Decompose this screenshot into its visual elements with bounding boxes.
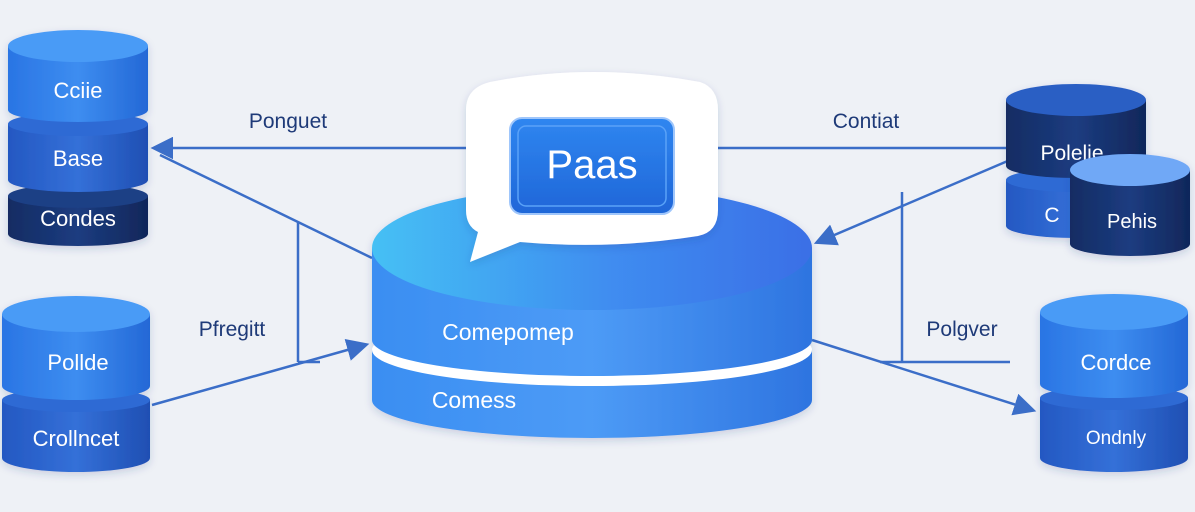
right-bottom-tier-2 xyxy=(1040,398,1188,472)
center-card xyxy=(466,72,718,262)
center-tag-label: Paas xyxy=(546,143,637,187)
left-top-database-stack xyxy=(8,30,148,246)
left-top-tier-1 xyxy=(8,46,148,122)
left-top-tier-2 xyxy=(8,124,148,192)
left-bottom-database-stack xyxy=(2,296,150,472)
right-bottom-label-1: Cordce xyxy=(1081,350,1152,375)
paas-tag xyxy=(509,117,675,215)
left-top-tier-3 xyxy=(8,196,148,246)
left-top-label-2: Base xyxy=(53,146,103,171)
connector-left-diagonal xyxy=(159,153,373,260)
label-top-left: Ponguet xyxy=(249,110,327,133)
left-top-label-3: Condes xyxy=(40,206,116,231)
left-bottom-tier-2 xyxy=(2,400,150,472)
center-layer-label-1: Comepomep xyxy=(442,319,574,345)
label-mid-left: Pfregitt xyxy=(199,318,266,341)
right-bottom-database-stack xyxy=(1040,294,1188,472)
right-bottom-tier-1 xyxy=(1040,312,1188,398)
right-top-overlay-label: Pehis xyxy=(1107,211,1157,233)
connectors xyxy=(150,136,1037,416)
right-top-label-2: C xyxy=(1044,204,1059,227)
connector-lower-right-arrow xyxy=(811,338,1037,416)
right-top-overlay-cylinder xyxy=(1070,154,1190,256)
left-bottom-label-2: Crollncet xyxy=(33,426,120,451)
left-bottom-tier-1 xyxy=(2,314,150,400)
center-layer-label-2: Comess xyxy=(432,387,516,413)
connector-lower-left-arrow xyxy=(151,339,370,407)
left-bottom-label-1: Pollde xyxy=(47,350,108,375)
connector-right-diagonal xyxy=(813,158,1011,246)
label-mid-right: Polgver xyxy=(926,318,997,341)
left-top-label-1: Cciie xyxy=(54,78,103,103)
right-bottom-label-2: Ondnly xyxy=(1086,428,1147,449)
label-top-right: Contiat xyxy=(833,110,900,133)
